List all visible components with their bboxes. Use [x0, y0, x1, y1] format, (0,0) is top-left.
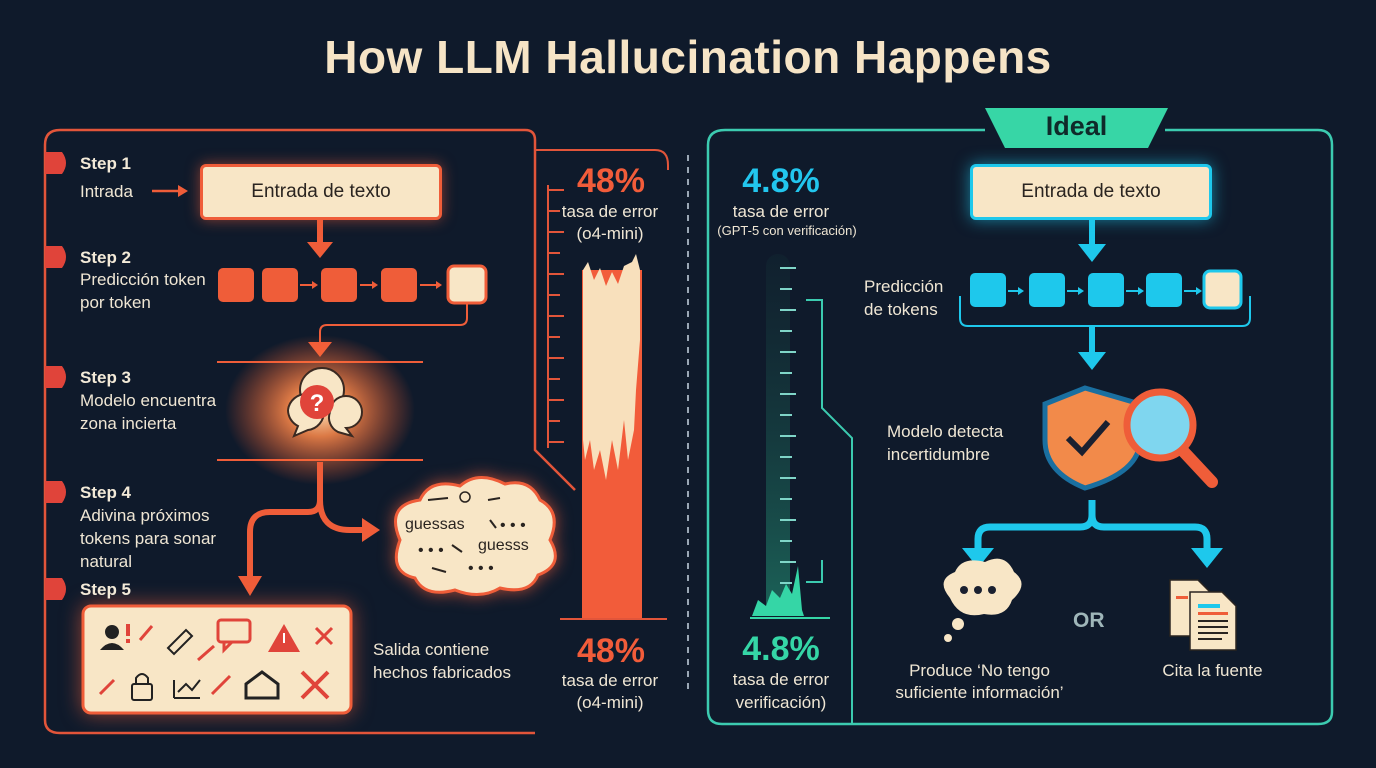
- left-top-label: tasa de error: [561, 202, 659, 221]
- svg-text:?: ?: [310, 390, 325, 417]
- output-desc: Salida contiene hechos fabricados: [373, 640, 511, 682]
- left-bottom-label: tasa de error: [561, 671, 659, 690]
- step-3-desc: Modelo encuentra zona incierta: [80, 391, 217, 433]
- step-5-label: Step 5: [80, 580, 132, 599]
- svg-text:• • •: • • •: [418, 542, 444, 559]
- left-bottom-sub: (o4-mini): [576, 693, 644, 712]
- step-1-desc: Intrada: [80, 182, 133, 201]
- left-input-box: Entrada de texto: [200, 164, 442, 220]
- outcome-cite-source: Cita la fuente: [1162, 661, 1263, 680]
- step-1-label: Step 1: [80, 154, 132, 173]
- or-label: OR: [1073, 609, 1105, 632]
- right-top-sub: (GPT-5 con verificación): [717, 223, 857, 238]
- prediction-label: Predicción de tokens: [864, 277, 944, 319]
- left-top-sub: (o4-mini): [576, 224, 644, 243]
- step-3-label: Step 3: [80, 368, 132, 387]
- token-row-right: [970, 269, 1243, 310]
- step-2-label: Step 2: [80, 248, 132, 267]
- guess-cloud: • • • • • • • • •: [394, 476, 557, 596]
- right-panel-frame: [706, 108, 1334, 726]
- shield-magnifier-icon: [1042, 385, 1218, 491]
- guess-word-1: guessas: [405, 516, 465, 533]
- left-panel-frame: [43, 128, 576, 735]
- ideal-header: Ideal: [1045, 111, 1108, 141]
- guess-word-2: guesss: [478, 537, 529, 554]
- document-icon: [1169, 579, 1237, 651]
- detect-label: Modelo detecta incertidumbre: [887, 422, 1004, 464]
- step-2-desc: Predicción token por token: [80, 270, 206, 312]
- svg-text:• • •: • • •: [468, 560, 494, 577]
- right-bottom-percent: 4.8%: [742, 630, 820, 668]
- left-top-percent: 48%: [576, 162, 646, 200]
- right-bottom-sub: verificación): [735, 693, 827, 712]
- step-4-desc: Adivina próximos tokens para sonar natur…: [80, 506, 217, 571]
- question-bubble-icon: ?: [287, 367, 363, 438]
- right-top-label: tasa de error: [732, 202, 830, 221]
- fabricated-output-box: [81, 604, 353, 715]
- outcome-no-info: Produce ‘No tengo suficiente información…: [895, 661, 1064, 702]
- right-input-box: Entrada de texto: [970, 164, 1212, 220]
- svg-text:• • •: • • •: [500, 517, 526, 534]
- token-row-left: [218, 264, 488, 305]
- left-error-gauge: [536, 149, 669, 620]
- right-error-gauge: [750, 254, 853, 724]
- left-bottom-percent: 48%: [576, 632, 646, 670]
- step-4-label: Step 4: [80, 483, 132, 502]
- right-bottom-label: tasa de error: [732, 670, 830, 689]
- thought-bubble-icon: [943, 558, 1022, 642]
- page-title: How LLM Hallucination Happens: [324, 31, 1052, 83]
- right-top-percent: 4.8%: [742, 162, 820, 200]
